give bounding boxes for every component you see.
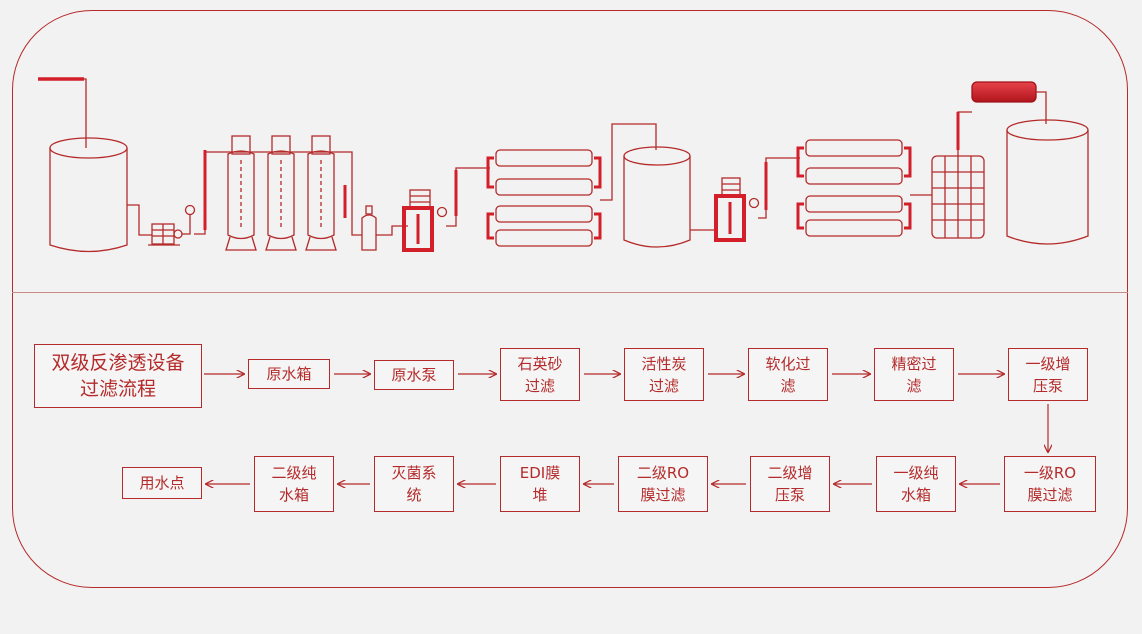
flow-title: 双级反渗透设备 过滤流程 — [34, 344, 202, 408]
primary-pure-water-tank-icon — [623, 146, 691, 248]
secondary-precision-filter-icon — [714, 177, 746, 242]
flow-step-primary-pure-tank: 一级纯 水箱 — [876, 456, 956, 512]
raw-water-pump-icon — [148, 223, 183, 246]
flow-step-sterilization: 灭菌系 统 — [374, 456, 454, 512]
flow-step-precision-filter: 精密过 滤 — [874, 348, 954, 401]
flow-step-activated-carbon: 活性炭 过滤 — [624, 348, 704, 401]
diagram-frame — [12, 10, 1128, 588]
flow-step-secondary-booster: 二级增 压泵 — [750, 456, 830, 512]
pressure-gauge-icon — [436, 206, 448, 218]
flow-step-secondary-pure-tank: 二级纯 水箱 — [254, 456, 334, 512]
pressure-gauge-icon — [748, 197, 760, 209]
precision-filter-icon — [402, 189, 434, 252]
flow-step-edi-stack: EDI膜 堆 — [500, 456, 580, 512]
brine-tank-icon — [361, 205, 377, 251]
flow-step-primary-booster-pump: 一级增 压泵 — [1008, 348, 1088, 401]
flow-step-secondary-ro: 二级RO 膜过滤 — [618, 456, 708, 512]
flow-step-softening-filter: 软化过 滤 — [748, 348, 828, 401]
secondary-pure-water-tank-icon — [1006, 119, 1089, 245]
softener-icon — [305, 135, 337, 251]
sand-filter-icon — [225, 135, 257, 251]
flow-step-raw-water-pump: 原水泵 — [374, 360, 454, 390]
carbon-filter-icon — [265, 135, 297, 251]
flow-step-point-of-use: 用水点 — [122, 467, 202, 499]
secondary-ro-membrane-icon — [796, 139, 912, 237]
raw-water-tank-icon — [49, 137, 128, 253]
flow-step-primary-ro: 一级RO 膜过滤 — [1004, 456, 1096, 512]
inlet-arrow-icon — [38, 77, 87, 148]
primary-ro-membrane-icon — [486, 149, 602, 247]
flow-step-raw-water-tank: 原水箱 — [248, 359, 330, 389]
pressure-gauge-icon — [184, 204, 196, 216]
flow-step-quartz-sand-filter: 石英砂 过滤 — [500, 348, 580, 401]
section-divider — [12, 292, 1128, 293]
